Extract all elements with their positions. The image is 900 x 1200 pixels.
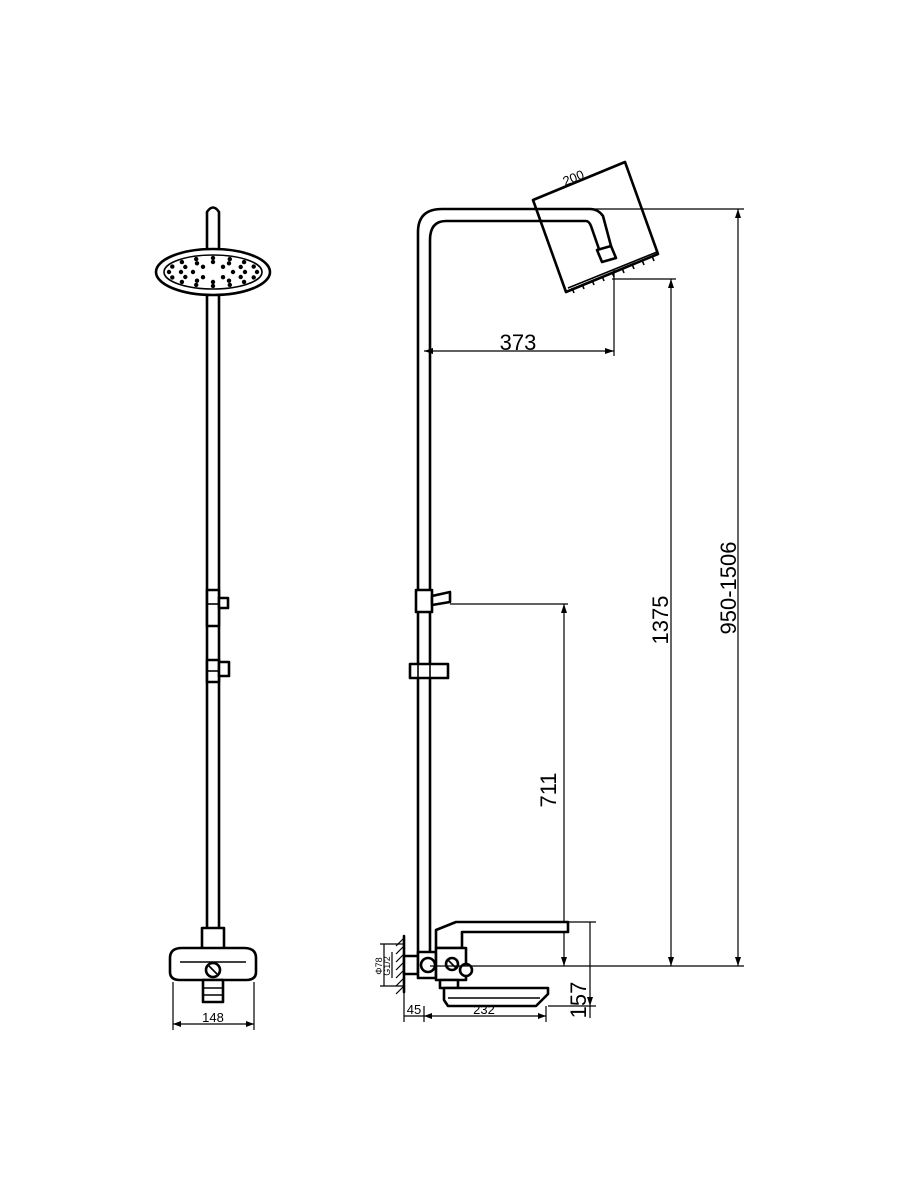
nozzle-dot	[179, 279, 185, 285]
dim-spout-height: 157	[548, 921, 596, 1019]
front-rod	[205, 206, 221, 932]
head-nozzle-tick	[591, 279, 595, 286]
label-inlet-a: G1/2	[382, 956, 392, 976]
label-holder-height: 711	[536, 772, 561, 807]
dim-bottom: 45 232	[403, 992, 547, 1022]
head-nozzle-tick	[631, 263, 635, 270]
label-head-height: 1375	[648, 596, 673, 645]
front-shower-head	[154, 247, 272, 297]
nozzle-dot	[194, 282, 199, 288]
nozzle-dot	[241, 259, 247, 265]
side-holder-lower	[408, 662, 450, 680]
label-inlet-b: Φ78	[374, 957, 384, 974]
head-nozzle-tick	[621, 267, 625, 274]
nozzle-dot	[200, 275, 206, 280]
nozzle-pattern	[166, 255, 260, 289]
nozzle-dot	[183, 274, 188, 280]
nozzle-dot	[170, 275, 175, 280]
head-nozzles	[571, 255, 655, 294]
dim-holder-height: 711	[536, 604, 567, 966]
dim-inlet: Φ78 G1/2	[374, 943, 404, 987]
head-nozzle-tick	[641, 259, 645, 266]
front-holder-lower	[205, 658, 231, 684]
front-view: 148	[154, 206, 272, 1030]
side-view: 200 373 950-1506 1375	[374, 160, 744, 1022]
dim-head-diameter: 200	[560, 167, 586, 189]
nozzle-dot	[178, 269, 184, 275]
label-mixer-width: 148	[202, 1010, 224, 1025]
nozzle-dot	[220, 264, 226, 269]
nozzle-dot	[210, 279, 216, 285]
head-nozzle-tick	[601, 275, 605, 282]
head-nozzle-tick	[581, 283, 585, 290]
head-nozzle-tick	[571, 287, 575, 294]
side-riser-and-arm	[416, 207, 613, 962]
nozzle-dot	[227, 282, 232, 288]
nozzle-dot	[251, 275, 256, 280]
wall-hatch-line	[395, 937, 405, 947]
dim-total-height: 950-1506	[716, 209, 741, 966]
label-head-diameter: 200	[560, 167, 586, 189]
head-nozzle-tick	[651, 255, 655, 262]
wall-hatch-line	[395, 969, 405, 979]
nozzle-dot	[254, 269, 260, 275]
nozzle-dot	[241, 279, 247, 285]
arm-connector	[595, 244, 618, 264]
dim-arm-reach: 373	[424, 270, 615, 356]
nozzle-dot	[179, 259, 185, 265]
nozzle-dot	[242, 269, 248, 275]
side-shower-head	[531, 160, 660, 294]
wall-hatch-line	[395, 961, 405, 971]
nozzle-dot	[166, 269, 172, 275]
dim-head-height: 1375	[648, 279, 674, 966]
nozzle-dot	[194, 261, 200, 266]
nozzle-dot	[194, 256, 199, 262]
label-total-height: 950-1506	[716, 542, 741, 635]
nozzle-dot	[238, 274, 243, 280]
label-wall-offset: 45	[407, 1002, 421, 1017]
nozzle-dot	[226, 261, 232, 266]
label-spout-length: 232	[473, 1002, 495, 1017]
nozzle-dot	[170, 264, 175, 269]
nozzle-dot	[227, 256, 232, 262]
wall-hatch-line	[395, 977, 405, 987]
side-holder-upper	[414, 588, 452, 614]
label-arm-reach: 373	[500, 330, 537, 355]
wall-hatch-line	[395, 953, 405, 963]
nozzle-dot	[220, 275, 226, 280]
nozzle-dot	[226, 278, 232, 283]
side-mixer	[402, 920, 570, 1008]
label-spout-height: 157	[566, 982, 591, 1019]
nozzle-dot	[183, 264, 188, 270]
nozzle-dot	[251, 264, 256, 269]
nozzle-dot	[194, 278, 200, 283]
nozzle-dot	[210, 255, 216, 261]
nozzle-dot	[238, 264, 243, 270]
wall-hatch-line	[395, 945, 405, 955]
front-holder-upper	[205, 588, 230, 628]
nozzle-dot	[210, 259, 216, 265]
nozzle-dot	[210, 283, 216, 289]
nozzle-dot	[230, 269, 236, 275]
nozzle-dot	[200, 264, 206, 269]
wall-hatch-line	[395, 985, 405, 995]
dim-mixer-width: 148	[172, 982, 255, 1030]
front-mixer	[168, 926, 258, 1004]
nozzle-dot	[190, 269, 196, 275]
